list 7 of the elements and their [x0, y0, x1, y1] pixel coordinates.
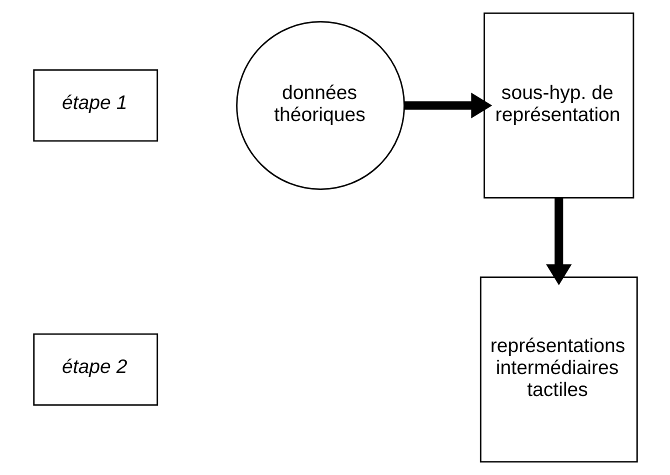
node-box: sous-hyp. de représentation	[483, 12, 634, 198]
node-circle: données théoriques	[236, 21, 404, 190]
node-box: représentations intermédiaires tactiles	[479, 276, 638, 463]
arrow	[546, 198, 572, 286]
arrow	[404, 92, 492, 118]
node-box: étape 2	[32, 333, 158, 406]
node-box: étape 1	[32, 69, 158, 142]
